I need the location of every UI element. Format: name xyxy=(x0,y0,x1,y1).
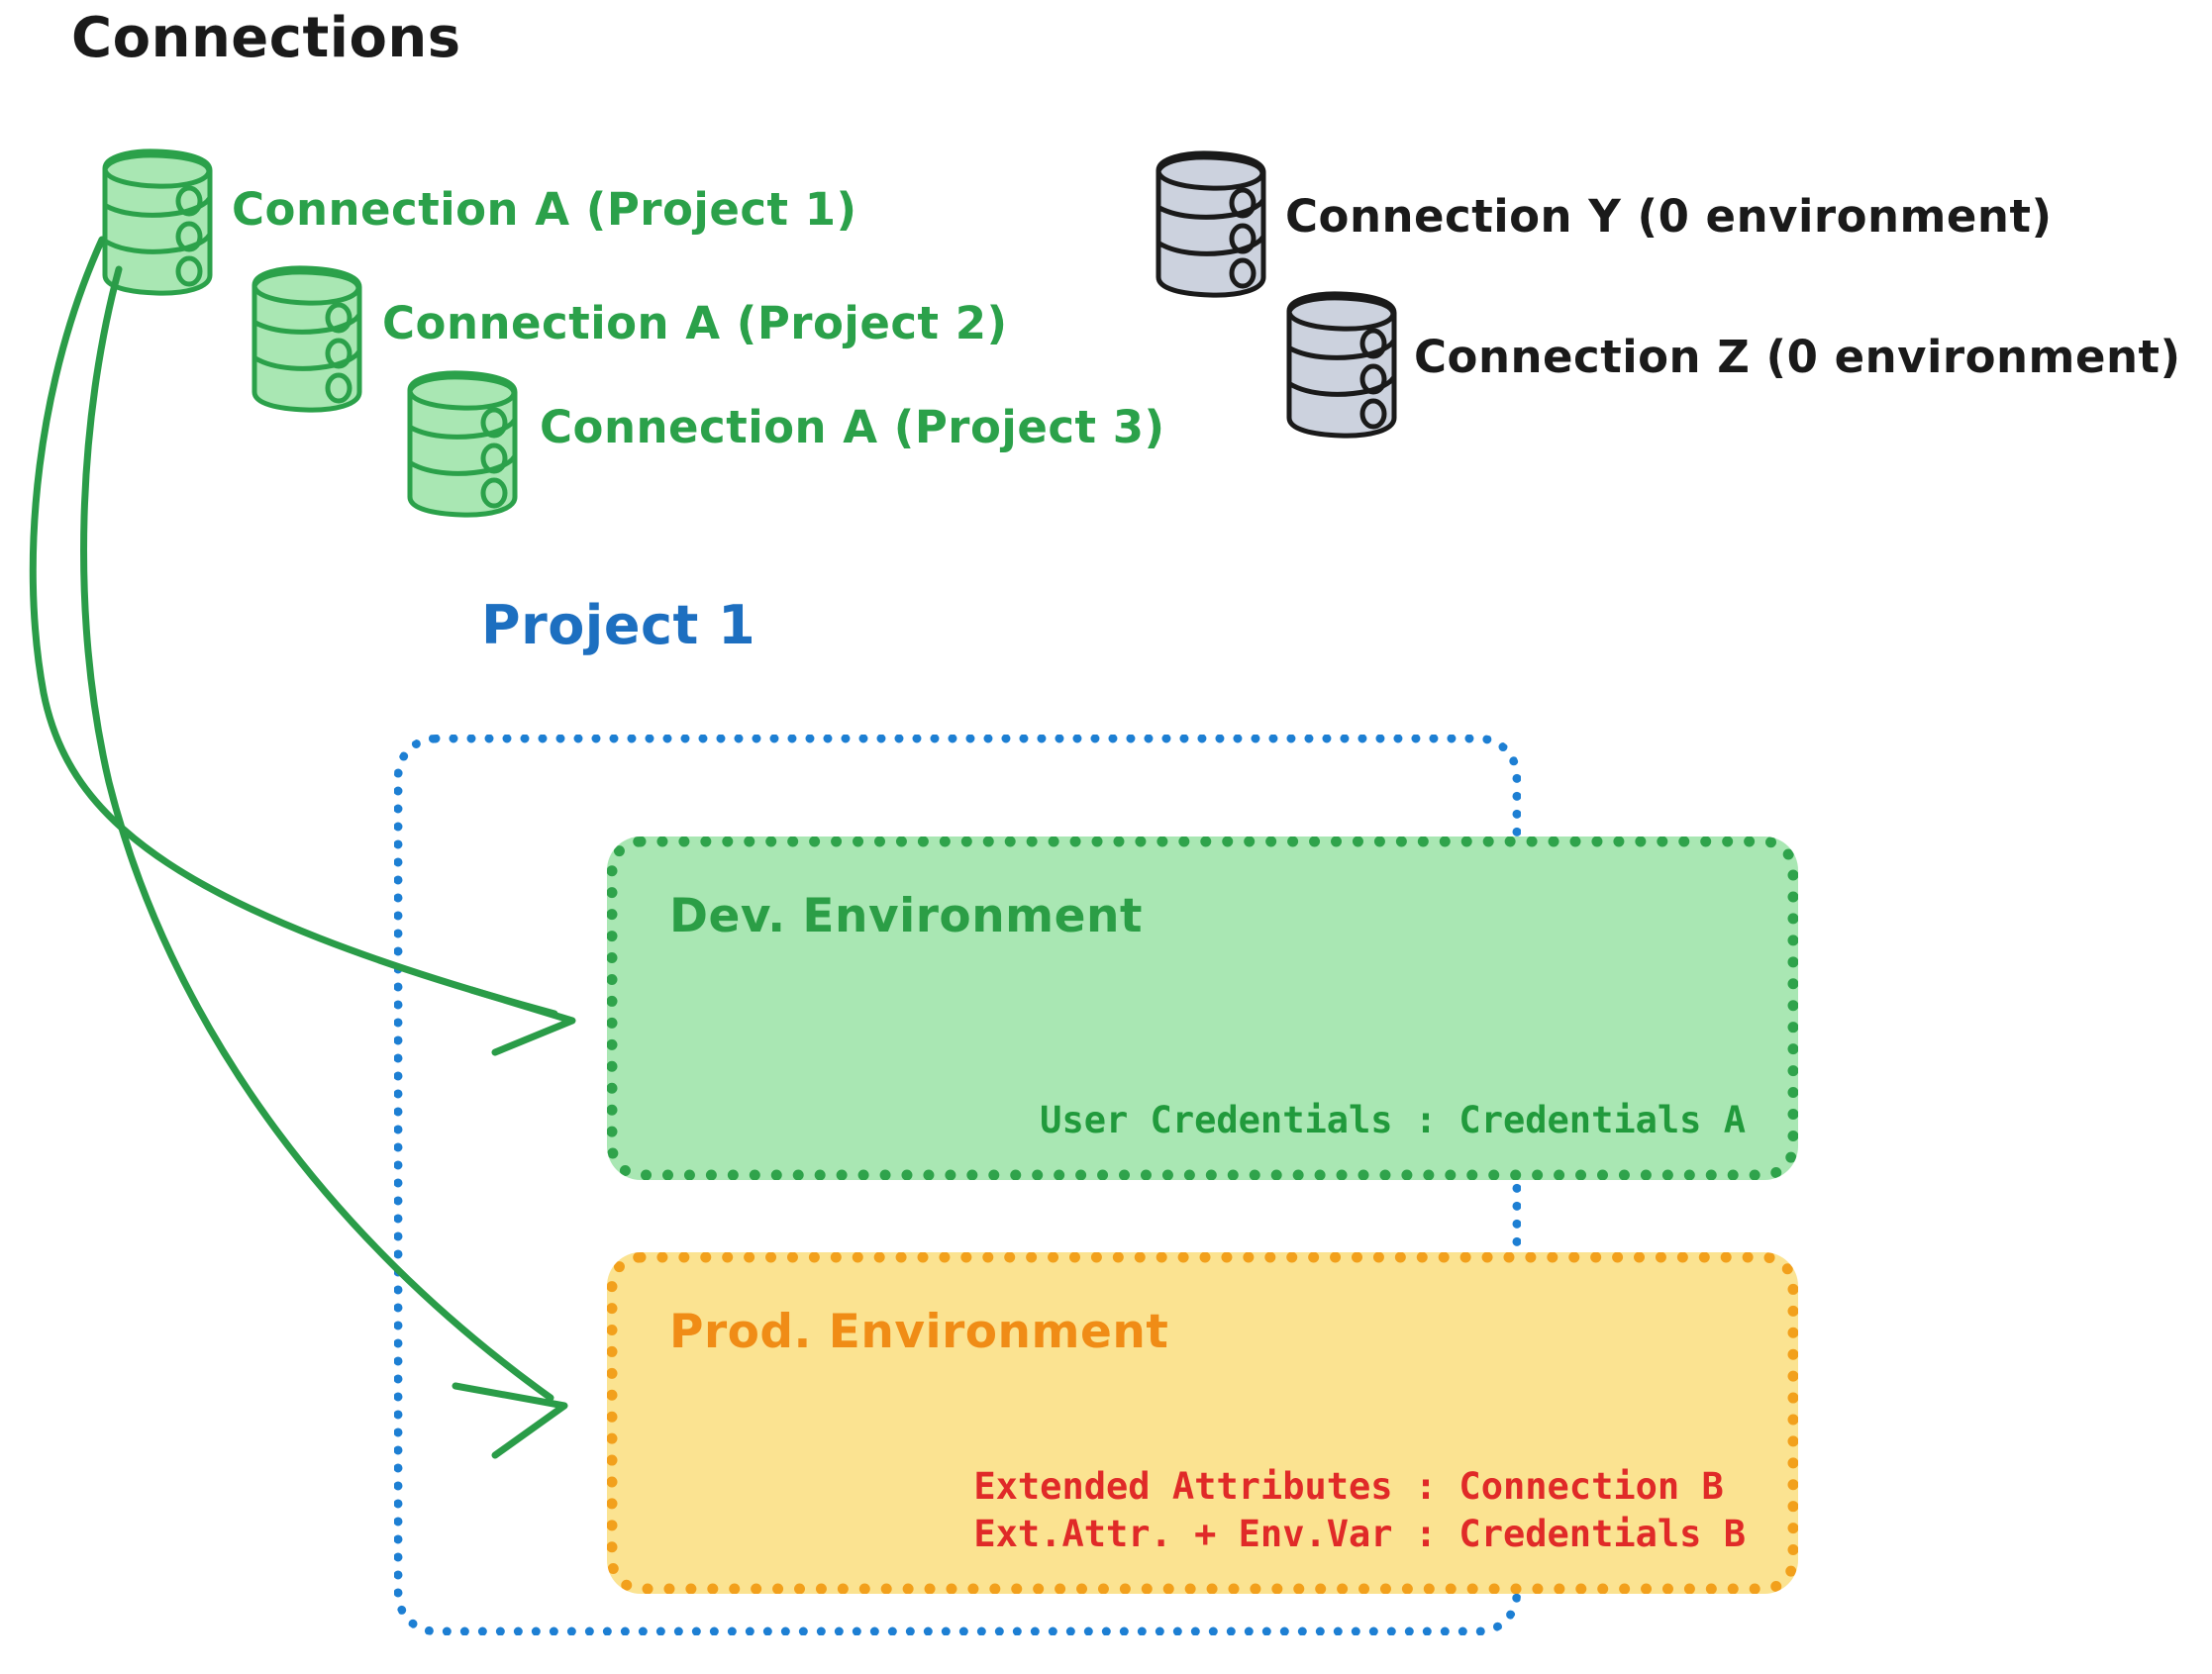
database-icon-connection-y[interactable] xyxy=(1149,147,1277,309)
connection-label-a-project-2: Connection A (Project 2) xyxy=(382,297,1008,349)
prod-environment-title: Prod. Environment xyxy=(669,1305,1169,1359)
prod-environment-details: Extended Attributes : Connection B Ext.A… xyxy=(973,1463,1746,1557)
connection-label-y: Connection Y (0 environment) xyxy=(1285,190,2053,243)
connection-label-a-project-1: Connection A (Project 1) xyxy=(232,183,857,236)
database-icon-connection-a-project-3[interactable] xyxy=(400,366,529,529)
database-icon-connection-a-project-2[interactable] xyxy=(245,261,373,424)
page-title: Connections xyxy=(71,6,461,70)
dev-environment-details: User Credentials : Credentials A xyxy=(1040,1097,1746,1143)
dev-environment-box[interactable]: Dev. Environment User Credentials : Cred… xyxy=(607,837,1798,1180)
connection-label-z: Connection Z (0 environment) xyxy=(1414,331,2181,383)
prod-environment-box[interactable]: Prod. Environment Extended Attributes : … xyxy=(607,1252,1798,1594)
prod-environment-line: Extended Attributes : Connection B xyxy=(973,1465,1724,1509)
prod-environment-line: Ext.Attr. + Env.Var : Credentials B xyxy=(973,1512,1746,1555)
database-icon-connection-z[interactable] xyxy=(1279,287,1408,449)
dev-environment-line: User Credentials : Credentials A xyxy=(1040,1098,1746,1141)
database-icon-connection-a-project-1[interactable] xyxy=(95,145,224,307)
connection-label-a-project-3: Connection A (Project 3) xyxy=(540,401,1165,453)
dev-environment-title: Dev. Environment xyxy=(669,889,1143,943)
project-title: Project 1 xyxy=(481,594,756,656)
